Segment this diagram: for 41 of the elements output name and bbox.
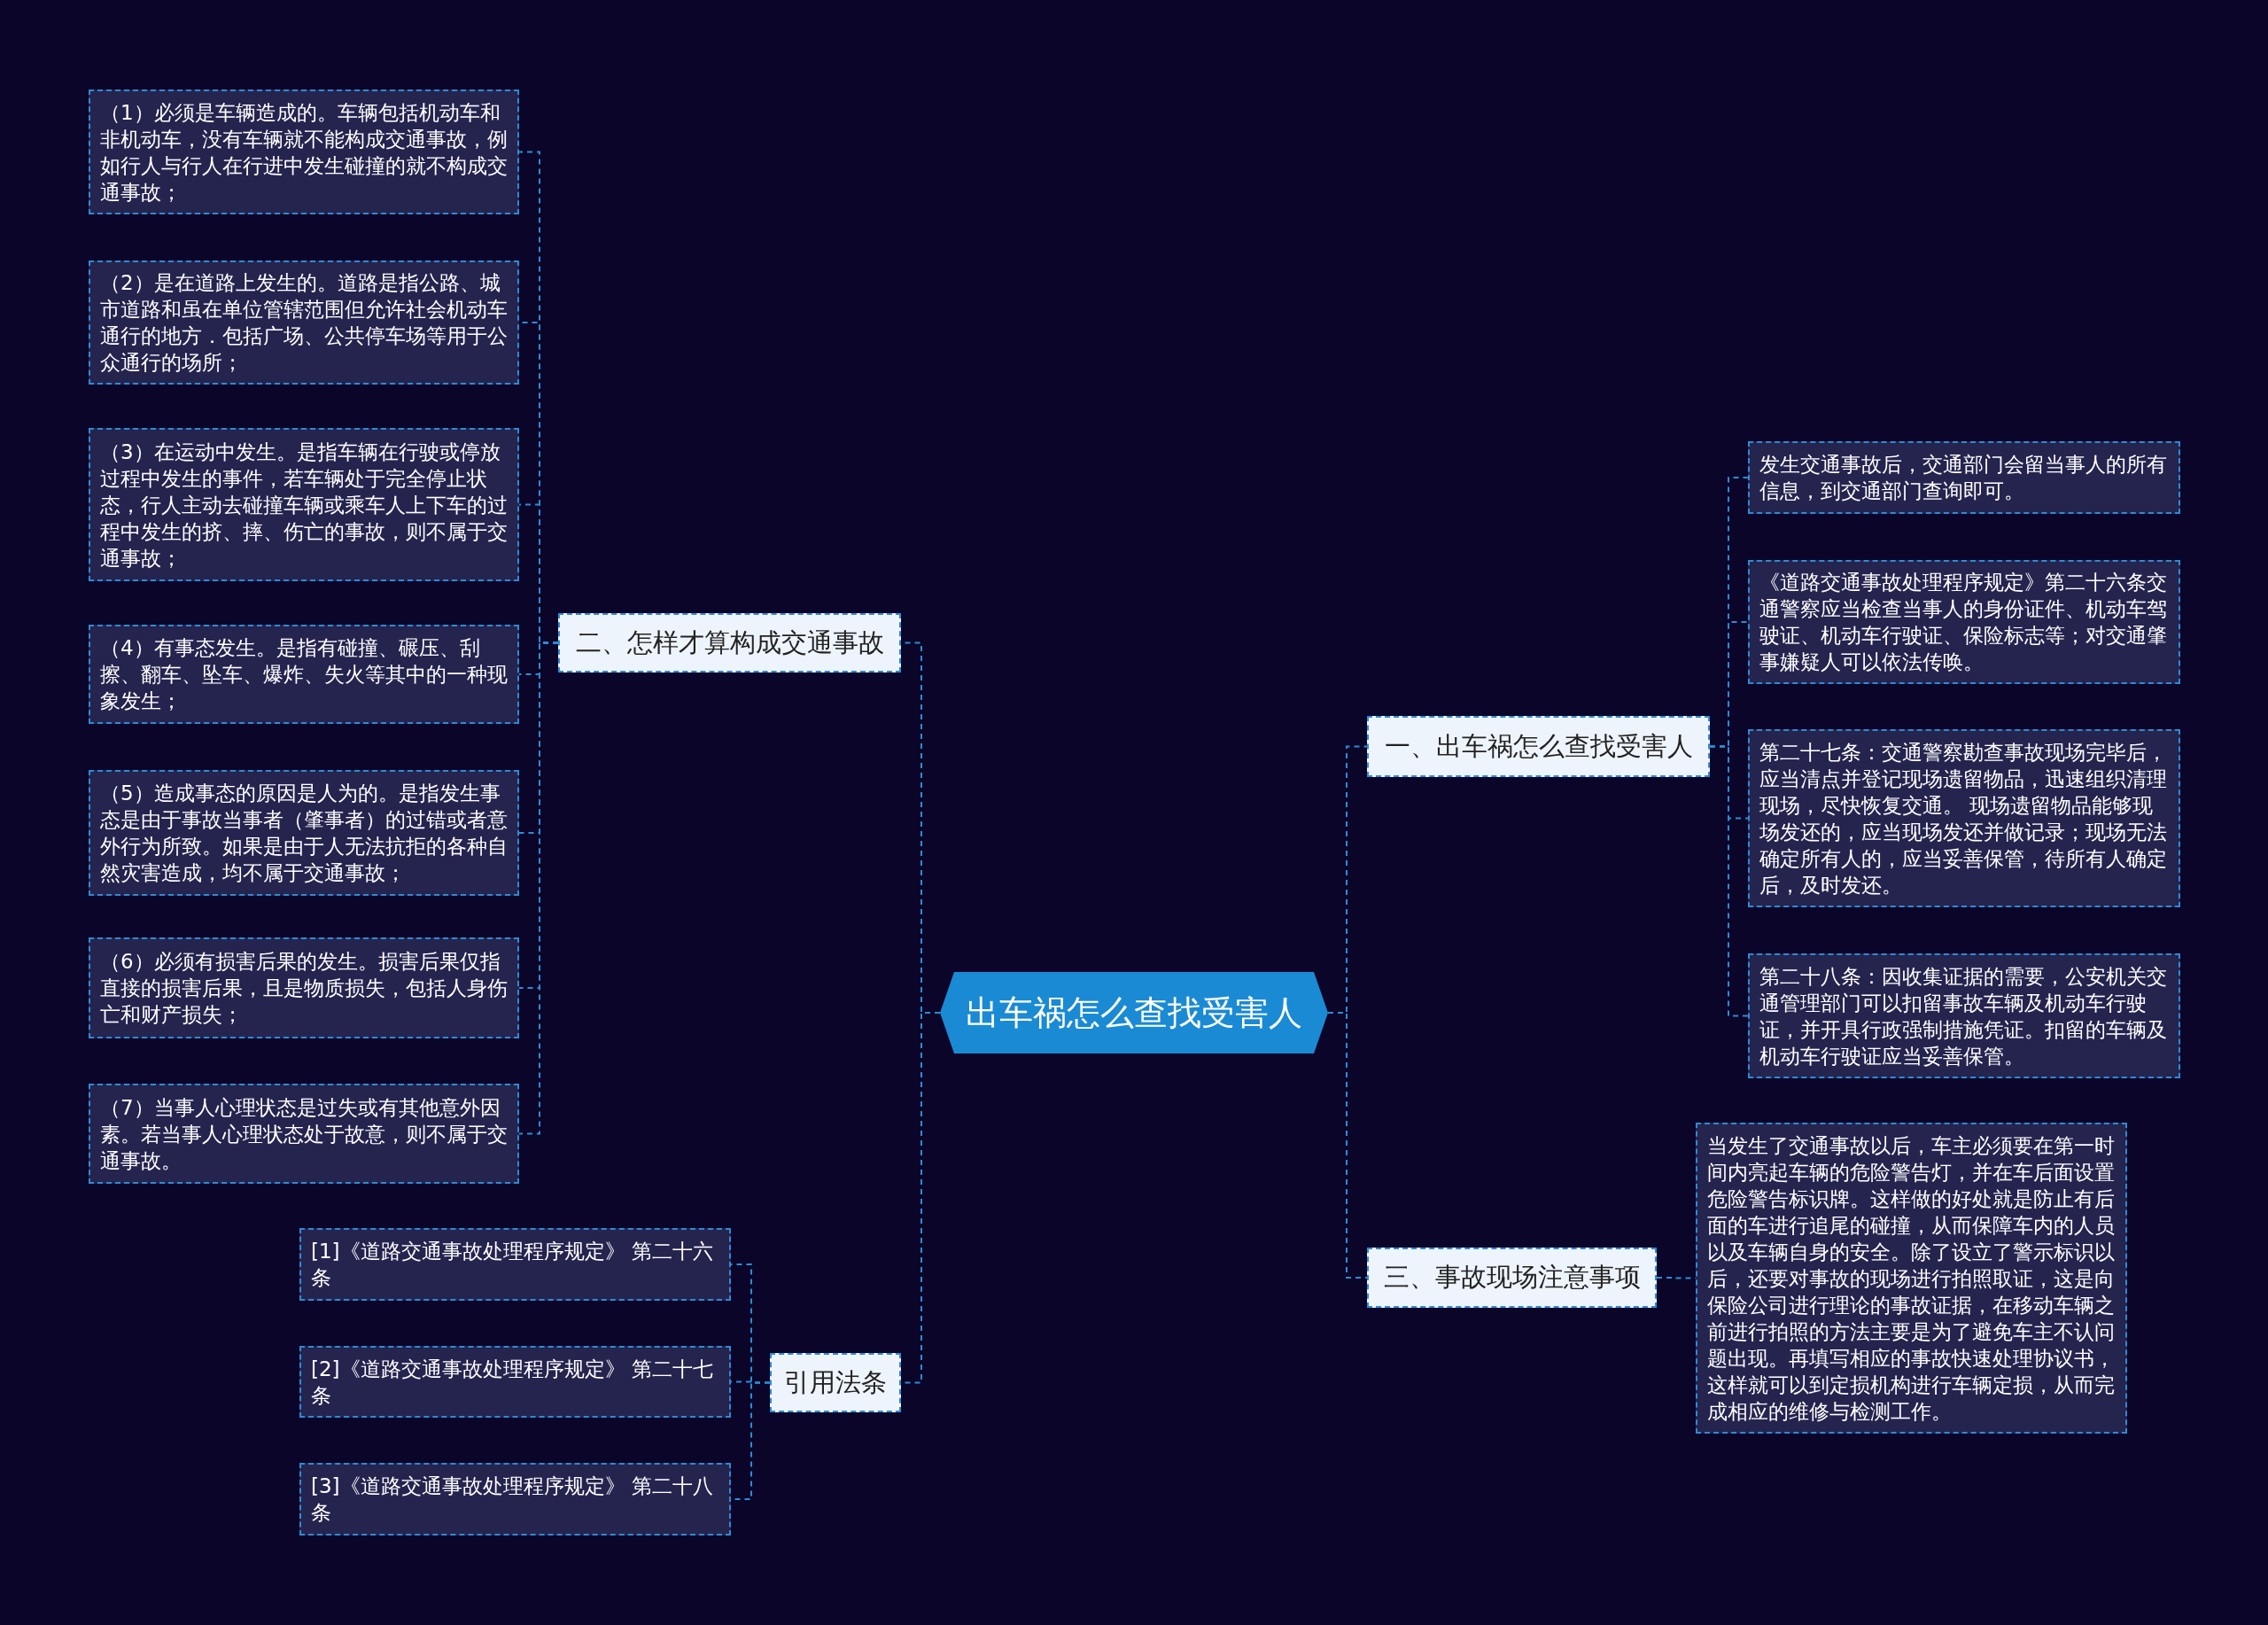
topic-box [558,613,901,673]
note-box [89,770,519,896]
note-box [89,89,519,214]
note-text: [2]《道路交通事故处理程序规定》 第二十七条 [311,1356,714,1409]
note-text: （7）当事人心理状态是过失或有其他意外因素。若当事人心理状态处于故意，则不属于交通事故。 [100,1094,508,1174]
note-box [89,428,519,581]
note-text: （5）造成事态的原因是人为的。是指发生事态是由于事故当事者（肇事者）的过错或者意外行为所致。如果是由于人无法抗拒的各种自然灾害造成，均不属于交通事故； [100,781,508,886]
note-box [299,1463,731,1536]
note-text: （3）在运动中发生。是指车辆在行驶或停放过程中发生的事件，若车辆处于完全停止状态，行人主动去碰撞车辆或乘车人上下车的过程中发生的挤、摔、伤亡的事故，则不属于交通事故； [100,439,508,571]
note-text: [3]《道路交通事故处理程序规定》 第二十八条 [311,1473,714,1526]
note-text: （1）必须是车辆造成的。车辆包括机动车和非机动车，没有车辆就不能构成交通事故，例如行人与行人在行进中发生碰撞的就不构成交通事故； [100,99,508,206]
note-text: 第二十八条：因收集证据的需要，公安机关交通管理部门可以扣留事故车辆及机动车行驶证，并开具行政强制措施凭证。扣留的车辆及机动车行驶证应当妥善保管。 [1759,963,2168,1069]
note-box [1748,729,2180,907]
note-text: 《道路交通事故处理程序规定》第二十六条交通警察应当检查当事人的身份证件、机动车驾驶证、机动车行驶证、保险标志等；对交通肇事嫌疑人可以依法传唤。 [1759,570,2168,675]
central-topic-hexagon [940,972,1328,1054]
topic-label: 引用法条 [784,1365,887,1399]
note-text: [1]《道路交通事故处理程序规定》 第二十六条 [311,1239,714,1291]
note-box [299,1346,731,1418]
topic-label: 一、出车祸怎么查找受害人 [1384,729,1693,763]
note-box [1748,560,2180,684]
note-box [89,260,519,385]
note-text: 第二十七条：交通警察勘查事故现场完毕后，应当清点并登记现场遗留物品，迅速组织清理现场，尽快恢复交通。 现场遗留物品能够现场发还的，应当现场发还并做记录；现场无法确定所有人的，应当妥善保管，待所有人确定后，及时发还。 [1759,739,2168,898]
topic-label: 三、事故现场注意事项 [1383,1261,1641,1294]
note-text: （2）是在道路上发生的。道路是指公路、城市道路和虽在单位管辖范围但允许社会机动车通行的地方．包括广场、公共停车场等用于公众通行的场所； [100,270,508,376]
note-box [1748,441,2180,514]
topic-box [770,1353,901,1412]
connector-line [1327,1012,1368,1279]
note-text: 发生交通事故后，交通部门会留当事人的所有信息，到交通部门查询即可。 [1759,452,2168,504]
note-text: （6）必须有损害后果的发生。损害后果仅指直接的损害后果，且是物质损失，包括人身伤亡和财产损失； [100,949,508,1028]
topic-box [1367,1248,1657,1308]
note-text: （4）有事态发生。是指有碰撞、碾压、刮擦、翻车、坠车、爆炸、失火等其中的一种现象发生； [100,635,508,714]
topic-label: 出车祸怎么查找受害人 [966,991,1302,1034]
note-box [89,625,519,724]
topic-box [1367,716,1710,777]
note-box [1748,953,2180,1078]
connector-line [1709,745,1749,1017]
note-box [89,1084,519,1184]
note-box [89,937,519,1038]
note-text: 当发生了交通事故以后，车主必须要在第一时间内亮起车辆的危险警告灯，并在车后面设置危险警告标识牌。这样做的好处就是防止有后面的车进行追尾的碰撞，从而保障车内的人员以及车辆自身的安全。除了设立了警示标识以后，还要对事故的现场进行拍照取证，这是向保险公司进行理论的事故证据，在移动车辆之前进行拍照的方法主要是为了避免车主不认问题出现。再填写相应的事故快速处理协议书，这样就可以到定损机构进行车辆定损，从而完成相应的维修与检测工作。 [1707,1132,2116,1425]
note-box [299,1228,731,1301]
topic-label: 二、怎样才算构成交通事故 [575,626,884,659]
